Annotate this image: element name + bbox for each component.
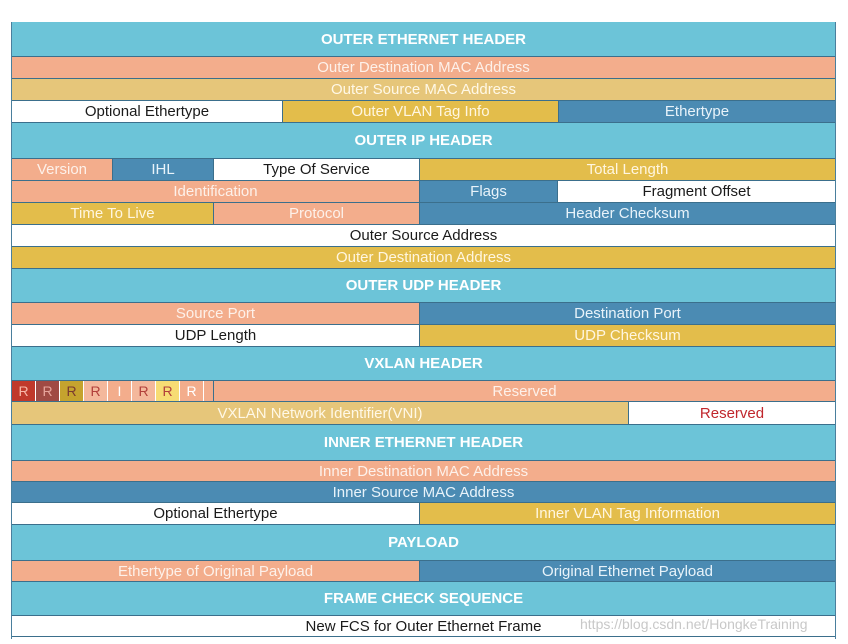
udp-checksum-field: UDP Checksum [420, 325, 835, 347]
ip-row-5: Outer Destination Address [12, 247, 835, 269]
ip-identification-field: Identification [12, 181, 420, 203]
outer-dst-mac-row: Outer Destination MAC Address [12, 57, 835, 79]
ip-fragment-offset-field: Fragment Offset [558, 181, 835, 203]
ip-row-2: Identification Flags Fragment Offset [12, 181, 835, 203]
payload-header-row: PAYLOAD [12, 525, 835, 561]
inner-dst-mac-field: Inner Destination MAC Address [12, 461, 835, 482]
outer-udp-header-title: OUTER UDP HEADER [12, 269, 835, 303]
outer-ethernet-header-title: OUTER ETHERNET HEADER [12, 22, 835, 57]
vxlan-flag-bit-1: R [36, 381, 60, 401]
inner-dst-mac-row: Inner Destination MAC Address [12, 461, 835, 482]
vxlan-row-2: VXLAN Network Identifier(VNI) Reserved [12, 402, 835, 425]
vxlan-frame-diagram: OUTER ETHERNET HEADER Outer Destination … [11, 22, 836, 639]
ip-row-4: Outer Source Address [12, 225, 835, 247]
vxlan-flag-bit-0: R [12, 381, 36, 401]
payload-header-title: PAYLOAD [12, 525, 835, 561]
ip-dst-addr-field: Outer Destination Address [12, 247, 835, 269]
outer-vlan-tag-field: Outer VLAN Tag Info [283, 101, 559, 123]
inner-src-mac-row: Inner Source MAC Address [12, 482, 835, 503]
ip-row-3: Time To Live Protocol Header Checksum [12, 203, 835, 225]
outer-ip-header-row: OUTER IP HEADER [12, 123, 835, 159]
outer-udp-header-row: OUTER UDP HEADER [12, 269, 835, 303]
inner-src-mac-field: Inner Source MAC Address [12, 482, 835, 503]
outer-ethertype-row: Optional Ethertype Outer VLAN Tag Info E… [12, 101, 835, 123]
ip-version-field: Version [12, 159, 113, 181]
vxlan-flag-bit-3: R [84, 381, 108, 401]
vxlan-reserved2-field: Reserved [629, 402, 835, 425]
inner-optional-ethertype-field: Optional Ethertype [12, 503, 420, 525]
outer-src-mac-row: Outer Source MAC Address [12, 79, 835, 101]
fcs-header-title: FRAME CHECK SEQUENCE [12, 582, 835, 616]
inner-ethertype-row: Optional Ethertype Inner VLAN Tag Inform… [12, 503, 835, 525]
fcs-row: New FCS for Outer Ethernet Frame [12, 616, 835, 637]
vxlan-flag-bit-5: R [132, 381, 156, 401]
payload-ethertype-field: Ethertype of Original Payload [12, 561, 420, 582]
outer-src-mac-field: Outer Source MAC Address [12, 79, 835, 101]
fcs-field: New FCS for Outer Ethernet Frame [12, 616, 835, 637]
fcs-header-row: FRAME CHECK SEQUENCE [12, 582, 835, 616]
vxlan-flag-bit-4: I [108, 381, 132, 401]
udp-row-1: Source Port Destination Port [12, 303, 835, 325]
outer-ip-header-title: OUTER IP HEADER [12, 123, 835, 159]
ip-tos-field: Type Of Service [214, 159, 420, 181]
outer-dst-mac-field: Outer Destination MAC Address [12, 57, 835, 79]
udp-src-port-field: Source Port [12, 303, 420, 325]
ip-src-addr-field: Outer Source Address [12, 225, 835, 247]
vxlan-flag-bit-2: R [60, 381, 84, 401]
vxlan-flag-bit-7: R [180, 381, 204, 401]
ip-flags-field: Flags [420, 181, 558, 203]
outer-ethertype-field: Ethertype [559, 101, 835, 123]
vxlan-vni-field: VXLAN Network Identifier(VNI) [12, 402, 629, 425]
vxlan-header-title: VXLAN HEADER [12, 347, 835, 381]
vxlan-reserved-field: Reserved [214, 381, 835, 402]
inner-vlan-tag-field: Inner VLAN Tag Information [420, 503, 835, 525]
ip-checksum-field: Header Checksum [420, 203, 835, 225]
ip-protocol-field: Protocol [214, 203, 420, 225]
ip-total-length-field: Total Length [420, 159, 835, 181]
inner-ethernet-header-title: INNER ETHERNET HEADER [12, 425, 835, 461]
payload-row: Ethertype of Original Payload Original E… [12, 561, 835, 582]
inner-ethernet-header-row: INNER ETHERNET HEADER [12, 425, 835, 461]
payload-original-field: Original Ethernet Payload [420, 561, 835, 582]
outer-optional-ethertype-field: Optional Ethertype [12, 101, 283, 123]
udp-row-2: UDP Length UDP Checksum [12, 325, 835, 347]
ip-ttl-field: Time To Live [12, 203, 214, 225]
watermark-text: https://blog.csdn.net/HongkeTraining [580, 616, 808, 632]
outer-ethernet-header-row: OUTER ETHERNET HEADER [12, 22, 835, 57]
udp-dst-port-field: Destination Port [420, 303, 835, 325]
udp-length-field: UDP Length [12, 325, 420, 347]
ip-ihl-field: IHL [113, 159, 214, 181]
vxlan-header-row: VXLAN HEADER [12, 347, 835, 381]
ip-row-1: Version IHL Type Of Service Total Length [12, 159, 835, 181]
vxlan-flag-bit-6: R [156, 381, 180, 401]
